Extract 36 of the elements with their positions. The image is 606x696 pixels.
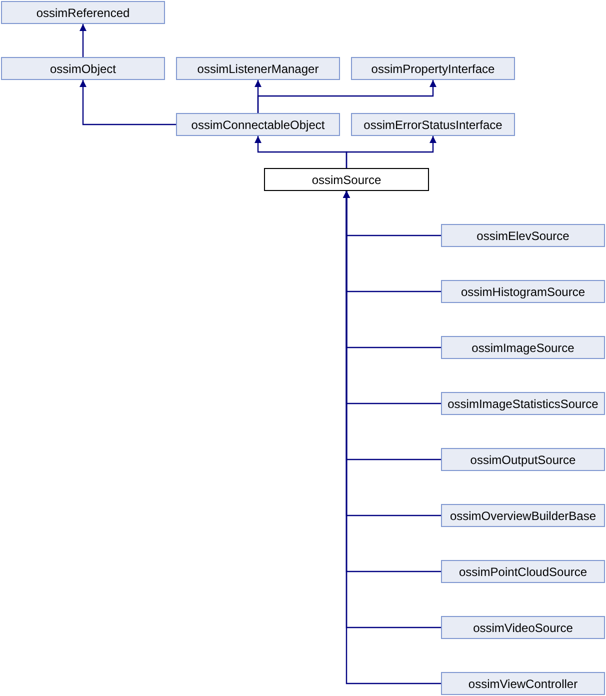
class-name: ossimElevSource [476, 230, 570, 242]
class-name: ossimOverviewBuilderBase [450, 510, 596, 522]
inheritance-arrow [80, 24, 86, 57]
class-box [441, 672, 605, 695]
class-box [351, 57, 515, 80]
class-name: ossimPointCloudSource [458, 566, 588, 578]
class-box [441, 392, 605, 415]
class-box [1, 57, 165, 80]
class-box [441, 336, 605, 359]
class-box [441, 504, 605, 527]
class-name: ossimImageStatisticsSource [448, 398, 598, 410]
class-box [441, 280, 605, 303]
class-box [441, 224, 605, 247]
class-name: ossimObject [50, 62, 116, 74]
inheritance-arrow [80, 80, 176, 126]
class-name: ossimVideoSource [473, 622, 573, 634]
class-name: ossimViewController [468, 678, 578, 690]
class-box [176, 113, 340, 136]
class-box [441, 448, 605, 471]
class-name: ossimPropertyInterface [371, 62, 495, 74]
class-box [176, 57, 340, 80]
inheritance-arrow [257, 80, 436, 113]
class-name: ossimHistogramSource [460, 286, 586, 298]
class-name: ossimImageSource [472, 342, 574, 354]
class-name: ossimOutputSource [470, 454, 576, 466]
class-box [441, 616, 605, 639]
class-name: ossimSource [312, 174, 382, 186]
inheritance-arrow [346, 136, 436, 168]
class-name: ossimErrorStatusInterface [364, 118, 502, 130]
class-box [351, 113, 515, 136]
class-box [441, 560, 605, 583]
class-name: ossimListenerManager [197, 62, 319, 74]
class-box [1, 1, 165, 24]
class-box [264, 168, 429, 191]
class-name: ossimReferenced [36, 6, 130, 18]
class-name: ossimConnectableObject [191, 118, 325, 130]
